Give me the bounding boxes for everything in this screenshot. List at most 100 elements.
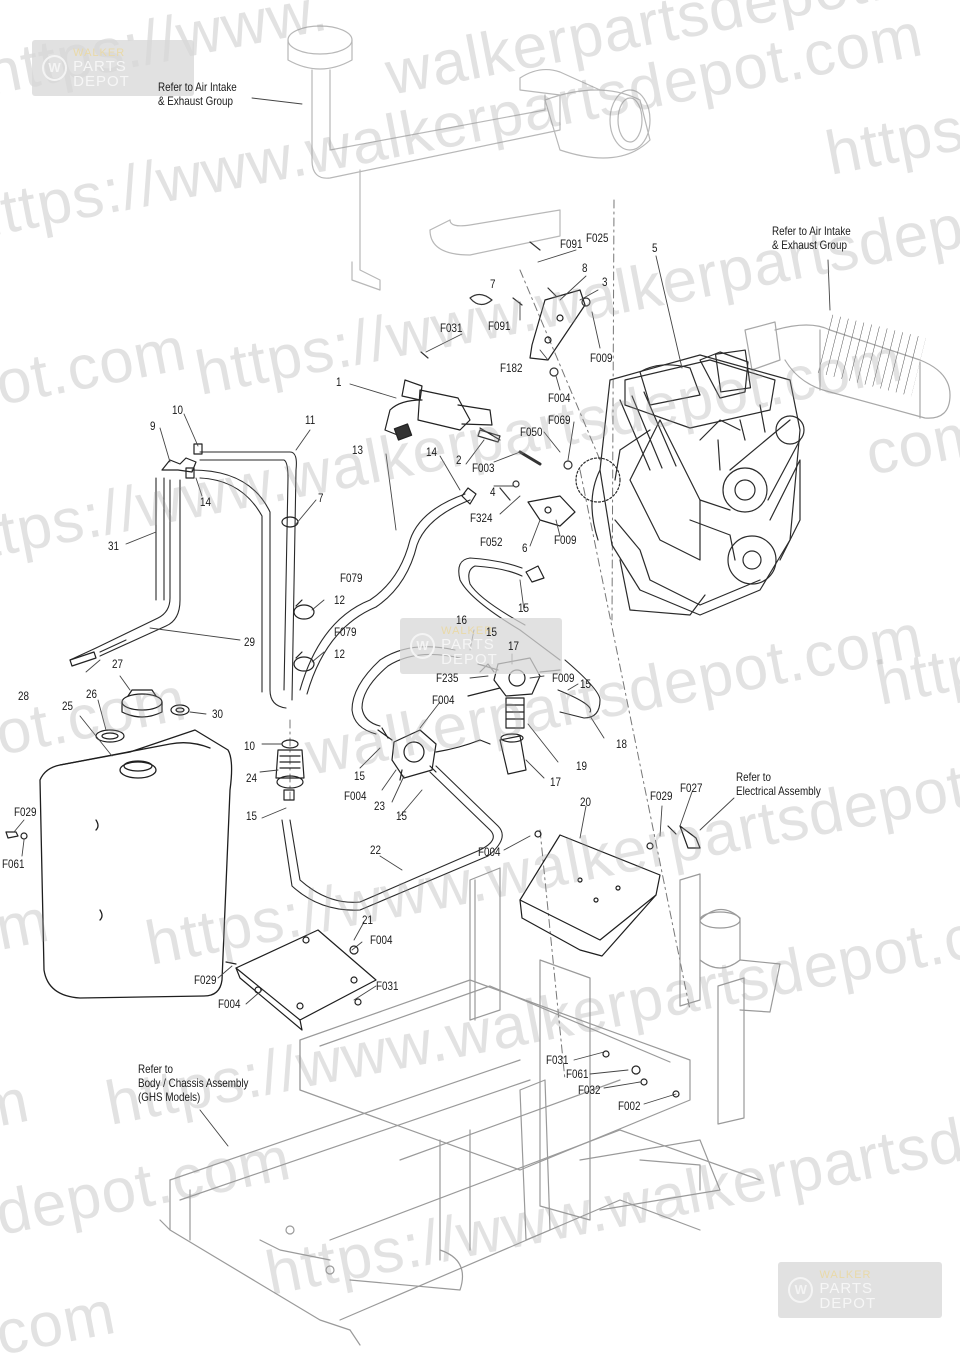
callout: 12 xyxy=(334,647,345,661)
callout: F004 xyxy=(432,693,455,707)
callout: 19 xyxy=(576,759,587,773)
callout: 10 xyxy=(172,403,183,417)
chassis-ghost xyxy=(159,867,781,1346)
fasteners xyxy=(420,241,591,501)
fitting-9-10 xyxy=(161,443,203,479)
callout: F004 xyxy=(548,391,571,405)
reference-note-air-intake: Refer to Air Intake & Exhaust Group xyxy=(158,80,237,108)
callout: F009 xyxy=(552,671,575,685)
reference-note-electrical: Refer to Electrical Assembly xyxy=(736,770,821,798)
logo-top-text: WALKER xyxy=(441,624,494,637)
callout: 17 xyxy=(508,639,519,653)
callout: F004 xyxy=(218,997,241,1011)
callout: 15 xyxy=(396,809,407,823)
callout: 5 xyxy=(652,241,658,255)
callout: 16 xyxy=(456,613,467,627)
callout: F079 xyxy=(334,625,357,639)
callout: 13 xyxy=(352,443,363,457)
logo-bottom-text: PARTS DEPOT xyxy=(441,635,498,668)
callout: 11 xyxy=(305,413,316,427)
callout: F032 xyxy=(578,1083,601,1097)
bracket-3 xyxy=(529,289,586,361)
tank-bracket xyxy=(235,929,377,1031)
fuel-filter xyxy=(467,657,561,775)
callout: 27 xyxy=(112,657,123,671)
callout: 25 xyxy=(62,699,73,713)
logo-bottom-text: PARTS DEPOT xyxy=(819,1279,877,1312)
callout: F324 xyxy=(470,511,493,525)
fuel-solenoid xyxy=(384,379,501,441)
callout: F050 xyxy=(520,425,543,439)
fuel-lines xyxy=(69,451,601,911)
tank-cap xyxy=(95,689,190,743)
callout: F009 xyxy=(590,351,613,365)
callout: 14 xyxy=(200,495,211,509)
callout: F025 xyxy=(586,231,609,245)
callout: 15 xyxy=(486,625,497,639)
logo-top-text: WALKER xyxy=(73,46,126,59)
callout: F182 xyxy=(500,361,523,375)
callout: F029 xyxy=(194,973,217,987)
callout: F004 xyxy=(344,789,367,803)
callout: F069 xyxy=(548,413,571,427)
callout: 1 xyxy=(336,375,342,389)
tank-hardware xyxy=(5,831,28,840)
tube-28 xyxy=(69,651,97,667)
callout: 31 xyxy=(108,539,119,553)
callout: 14 xyxy=(426,445,437,459)
callout: F002 xyxy=(618,1099,641,1113)
callout: 20 xyxy=(580,795,591,809)
logo-mark-icon: W xyxy=(410,633,436,659)
callout: 18 xyxy=(616,737,627,751)
callout: F003 xyxy=(472,461,495,475)
heat-shield xyxy=(519,834,661,957)
callout: 15 xyxy=(246,809,257,823)
fuel-pump xyxy=(377,729,491,781)
callout: F235 xyxy=(436,671,459,685)
callout: F029 xyxy=(650,789,673,803)
callout: 15 xyxy=(580,677,591,691)
bracket-6 xyxy=(527,495,576,527)
callout: 26 xyxy=(86,687,97,701)
callout: 15 xyxy=(518,601,529,615)
callout: 17 xyxy=(550,775,561,789)
callout: 15 xyxy=(354,769,365,783)
callout: 3 xyxy=(602,275,608,289)
fuel-tank xyxy=(39,729,233,999)
callout: 9 xyxy=(150,419,156,433)
callout: 12 xyxy=(334,593,345,607)
logo-mark-icon: W xyxy=(788,1277,814,1303)
callout: F029 xyxy=(14,805,37,819)
small-hardware xyxy=(225,487,701,1098)
callout: 4 xyxy=(490,485,496,499)
leader-lines xyxy=(13,97,831,1147)
callout: 8 xyxy=(582,261,588,275)
callout: F004 xyxy=(478,845,501,859)
reference-note-chassis: Refer to Body / Chassis Assembly (GHS Mo… xyxy=(138,1062,249,1104)
callout: 10 xyxy=(244,739,255,753)
logo-bottom-text: PARTS DEPOT xyxy=(73,57,130,90)
callout: 22 xyxy=(370,843,381,857)
air-intake-ghost xyxy=(287,25,651,291)
logo-mark-icon: W xyxy=(42,55,68,81)
callout: F031 xyxy=(376,979,399,993)
engine-assembly xyxy=(575,349,805,616)
callout: F031 xyxy=(440,321,463,335)
callout: F061 xyxy=(2,857,25,871)
callout: F091 xyxy=(560,237,583,251)
callout: F027 xyxy=(680,781,703,795)
muffler-ghost xyxy=(744,313,951,419)
callout: 7 xyxy=(318,491,324,505)
callout: 2 xyxy=(456,453,462,467)
callout: F009 xyxy=(554,533,577,547)
reference-note-air-intake: Refer to Air Intake & Exhaust Group xyxy=(772,224,851,252)
callout: F091 xyxy=(488,319,511,333)
callout: 21 xyxy=(362,913,373,927)
callout: 30 xyxy=(212,707,223,721)
callout: F079 xyxy=(340,571,363,585)
